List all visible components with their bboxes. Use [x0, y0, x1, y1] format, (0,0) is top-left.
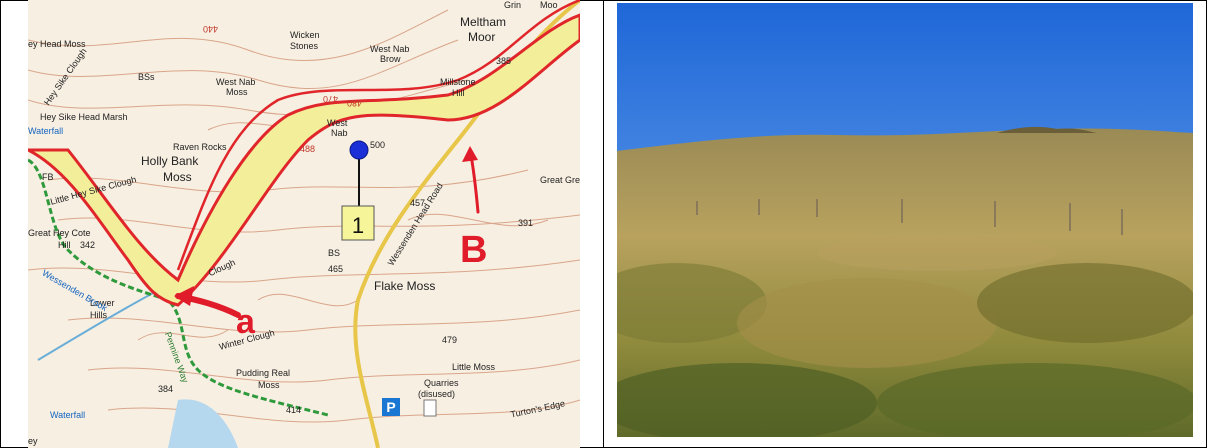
label-quarries: Quarries — [424, 378, 459, 388]
label-great-green: Great Gre — [540, 175, 580, 185]
quarry-symbol — [423, 399, 437, 417]
label-west-nab-moss-2: Moss — [226, 87, 248, 97]
fence-posts — [696, 199, 1123, 235]
viewpoint-number: 1 — [352, 213, 364, 238]
label-west-nab: West — [327, 118, 348, 128]
label-bs: BS — [328, 248, 340, 258]
label-lower-hills-2: Hills — [90, 310, 107, 320]
label-west-nab-brow: West Nab — [370, 44, 409, 54]
label-great-hey-cote: Great Hey Cote — [28, 228, 91, 238]
label-lower-hills: Lower — [90, 298, 115, 308]
label-west-nab-brow-2: Brow — [380, 54, 401, 64]
label-millstone-hill: Millstone — [440, 77, 476, 87]
annotation-b-letter: B — [460, 229, 487, 271]
label-wicken-stones: Wicken — [290, 30, 320, 40]
annotation-a-letter: a — [236, 303, 256, 341]
label-pudding-real-moss: Pudding Real — [236, 368, 290, 378]
label-spot-480: 480 — [347, 98, 362, 108]
parking-symbol: P — [386, 399, 395, 415]
label-pudding-real-moss-2: Moss — [258, 380, 280, 390]
moorland-photo — [617, 3, 1193, 437]
moorland-photo-panel — [617, 3, 1193, 437]
label-ey: ey — [28, 436, 38, 446]
label-meltham-moor: Meltham — [460, 15, 506, 29]
label-spot-440: 440 — [203, 24, 218, 34]
label-hill-342: Hill — [58, 240, 71, 250]
rocky-edge — [997, 126, 1097, 133]
route-outline-upper — [176, 0, 580, 271]
annotation-a-arrow-head — [174, 286, 194, 306]
label-wicken-stones-2: Stones — [290, 41, 319, 51]
label-grin: Grin — [504, 0, 521, 10]
viewpoint-label-box — [341, 205, 375, 241]
pennine-way-trail — [28, 158, 329, 417]
label-raven-rocks: Raven Rocks — [173, 142, 227, 152]
label-waterfall-2: Waterfall — [50, 410, 85, 420]
label-west-nab-moss: West Nab — [216, 77, 255, 87]
label-holly-bank-moss: Holly Bank — [141, 154, 199, 168]
label-spot-457: 457 — [410, 198, 425, 208]
label-spot-342: 342 — [80, 240, 95, 250]
label-disused: (disused) — [418, 389, 455, 399]
grass-tufts — [617, 235, 1193, 437]
label-spot-391: 391 — [518, 218, 533, 228]
label-millstone-hill-2: Hill — [452, 88, 465, 98]
label-flake-moss: Flake Moss — [374, 279, 435, 293]
label-west-nab-2: Nab — [331, 128, 348, 138]
viewpoint-marker-dot — [349, 140, 369, 160]
panel-divider — [603, 0, 604, 448]
label-little-moss: Little Moss — [452, 362, 496, 372]
label-spot-385: 385 — [496, 56, 511, 66]
label-spot-384: 384 — [158, 384, 173, 394]
label-hey-sike-head-marsh: Hey Sike Head Marsh — [40, 112, 128, 122]
label-spot-470: 470 — [323, 94, 338, 104]
label-spot-479: 479 — [442, 335, 457, 345]
label-spot-414: 414 — [286, 405, 301, 415]
label-holly-bank-moss-2: Moss — [163, 170, 192, 184]
label-spot-488: 488 — [300, 144, 315, 154]
label-meltham-moor-2: Moor — [468, 30, 495, 44]
label-spot-500: 500 — [370, 140, 385, 150]
reservoir — [168, 399, 238, 448]
os-map: ey Head Moss Wicken Stones Meltham Moor … — [28, 0, 580, 448]
annotation-b-arrow-head — [462, 146, 478, 162]
label-hey-head-moss: ey Head Moss — [28, 39, 86, 49]
label-moo: Moo — [540, 0, 558, 10]
label-bss: BSs — [138, 72, 155, 82]
label-waterfall: Waterfall — [28, 126, 63, 136]
label-fb: FB — [42, 172, 54, 182]
parking-symbol-box — [382, 398, 400, 416]
label-spot-465: 465 — [328, 264, 343, 274]
os-map-panel: ey Head Moss Wicken Stones Meltham Moor … — [28, 0, 580, 448]
route-corridor — [28, 13, 580, 307]
